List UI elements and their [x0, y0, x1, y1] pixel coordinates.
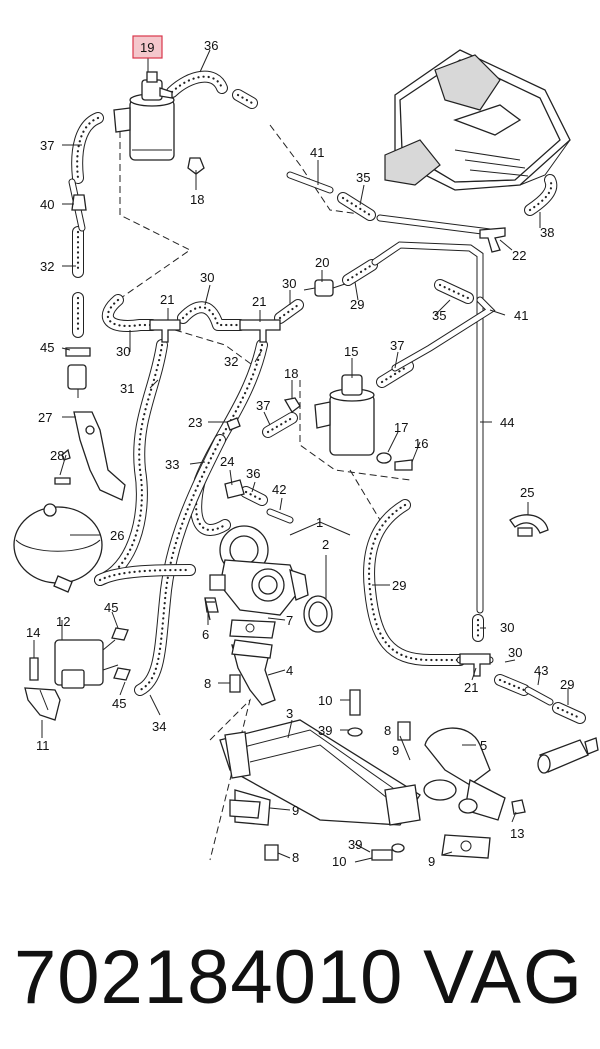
callout-12[interactable]: 12	[56, 614, 70, 629]
callout-30[interactable]: 30	[200, 270, 214, 285]
callout-34[interactable]: 34	[152, 719, 166, 734]
callout-28[interactable]: 28	[50, 448, 64, 463]
control-unit-12	[29, 639, 119, 689]
callout-9[interactable]: 9	[428, 854, 435, 869]
callout-33[interactable]: 33	[165, 457, 179, 472]
callout-40[interactable]: 40	[40, 197, 54, 212]
bolts-and-clips	[61, 194, 526, 861]
part-number: 702184010	[14, 935, 404, 1020]
callout-2[interactable]: 2	[322, 537, 329, 552]
callout-8[interactable]: 8	[204, 676, 211, 691]
callout-21[interactable]: 21	[252, 294, 266, 309]
callout-30[interactable]: 30	[500, 620, 514, 635]
solenoid-valve-19	[113, 71, 205, 175]
callout-45[interactable]: 45	[40, 340, 54, 355]
callout-8[interactable]: 8	[292, 850, 299, 865]
callout-19-highlight-box	[132, 35, 163, 59]
callout-24[interactable]: 24	[220, 454, 234, 469]
bracket-27	[54, 411, 126, 501]
callout-42[interactable]: 42	[272, 482, 286, 497]
callout-29[interactable]: 29	[350, 297, 364, 312]
callout-26[interactable]: 26	[110, 528, 124, 543]
callout-41[interactable]: 41	[514, 308, 528, 323]
callout-16[interactable]: 16	[414, 436, 428, 451]
callout-29[interactable]: 29	[392, 578, 406, 593]
parts-exploded-diagram: 19 36 37 18 40 41 35 38 22 32 30 20 21 2…	[13, 35, 599, 869]
callout-35[interactable]: 35	[432, 308, 446, 323]
callout-29[interactable]: 29	[560, 677, 574, 692]
filter-45	[65, 347, 91, 398]
callout-15[interactable]: 15	[344, 344, 358, 359]
callout-labels: 19 36 37 18 40 41 35 38 22 32 30 20 21 2…	[26, 35, 574, 869]
callout-37[interactable]: 37	[40, 138, 54, 153]
callout-9[interactable]: 9	[392, 743, 399, 758]
egr-valve-1	[204, 525, 333, 639]
callout-32[interactable]: 32	[224, 354, 238, 369]
callout-37[interactable]: 37	[390, 338, 404, 353]
callout-1[interactable]: 1	[316, 515, 323, 530]
callout-10[interactable]: 10	[318, 693, 332, 708]
callout-21[interactable]: 21	[160, 292, 174, 307]
callout-35[interactable]: 35	[356, 170, 370, 185]
callout-7[interactable]: 7	[286, 613, 293, 628]
callout-45[interactable]: 45	[104, 600, 118, 615]
hoses	[71, 70, 586, 724]
callout-39[interactable]: 39	[318, 723, 332, 738]
callout-5[interactable]: 5	[480, 738, 487, 753]
callout-20[interactable]: 20	[315, 255, 329, 270]
callout-21[interactable]: 21	[464, 680, 478, 695]
callout-23[interactable]: 23	[188, 415, 202, 430]
footer: 702184010 VAG	[0, 918, 600, 1038]
callout-37[interactable]: 37	[256, 398, 270, 413]
callout-13[interactable]: 13	[510, 826, 524, 841]
callout-3[interactable]: 3	[286, 706, 293, 721]
callout-10[interactable]: 10	[332, 854, 346, 869]
clamp-25	[509, 514, 549, 537]
callout-18[interactable]: 18	[190, 192, 204, 207]
callout-6[interactable]: 6	[202, 627, 209, 642]
callout-43[interactable]: 43	[534, 663, 548, 678]
callout-32[interactable]: 32	[40, 259, 54, 274]
callout-14[interactable]: 14	[26, 625, 40, 640]
brand-name: VAG	[423, 935, 584, 1020]
t-pieces	[149, 227, 506, 677]
callout-38[interactable]: 38	[540, 225, 554, 240]
callout-30[interactable]: 30	[508, 645, 522, 660]
callout-19[interactable]: 19	[140, 40, 154, 55]
callout-27[interactable]: 27	[38, 410, 52, 425]
callout-17[interactable]: 17	[394, 420, 408, 435]
connecting-pipe-4	[231, 639, 276, 706]
callout-25[interactable]: 25	[520, 485, 534, 500]
callout-30[interactable]: 30	[116, 344, 130, 359]
callout-11[interactable]: 11	[36, 738, 50, 753]
bracket-11	[24, 687, 61, 721]
callout-30[interactable]: 30	[282, 276, 296, 291]
connector-43	[537, 737, 599, 774]
solenoid-valve-15	[283, 374, 413, 471]
callout-8[interactable]: 8	[384, 723, 391, 738]
callout-36[interactable]: 36	[204, 38, 218, 53]
callout-41[interactable]: 41	[310, 145, 324, 160]
leader-lines	[33, 49, 569, 863]
callout-18[interactable]: 18	[284, 366, 298, 381]
callout-4[interactable]: 4	[286, 663, 293, 678]
callout-31[interactable]: 31	[120, 381, 134, 396]
vacuum-reservoir-26	[13, 503, 103, 593]
callout-22[interactable]: 22	[512, 248, 526, 263]
filter-20	[303, 279, 346, 297]
callout-9[interactable]: 9	[292, 803, 299, 818]
egr-cooler-3	[219, 719, 506, 859]
callout-44[interactable]: 44	[500, 415, 514, 430]
air-filter-housing	[384, 49, 571, 191]
callout-36[interactable]: 36	[246, 466, 260, 481]
callout-45[interactable]: 45	[112, 696, 126, 711]
callout-39[interactable]: 39	[348, 837, 362, 852]
